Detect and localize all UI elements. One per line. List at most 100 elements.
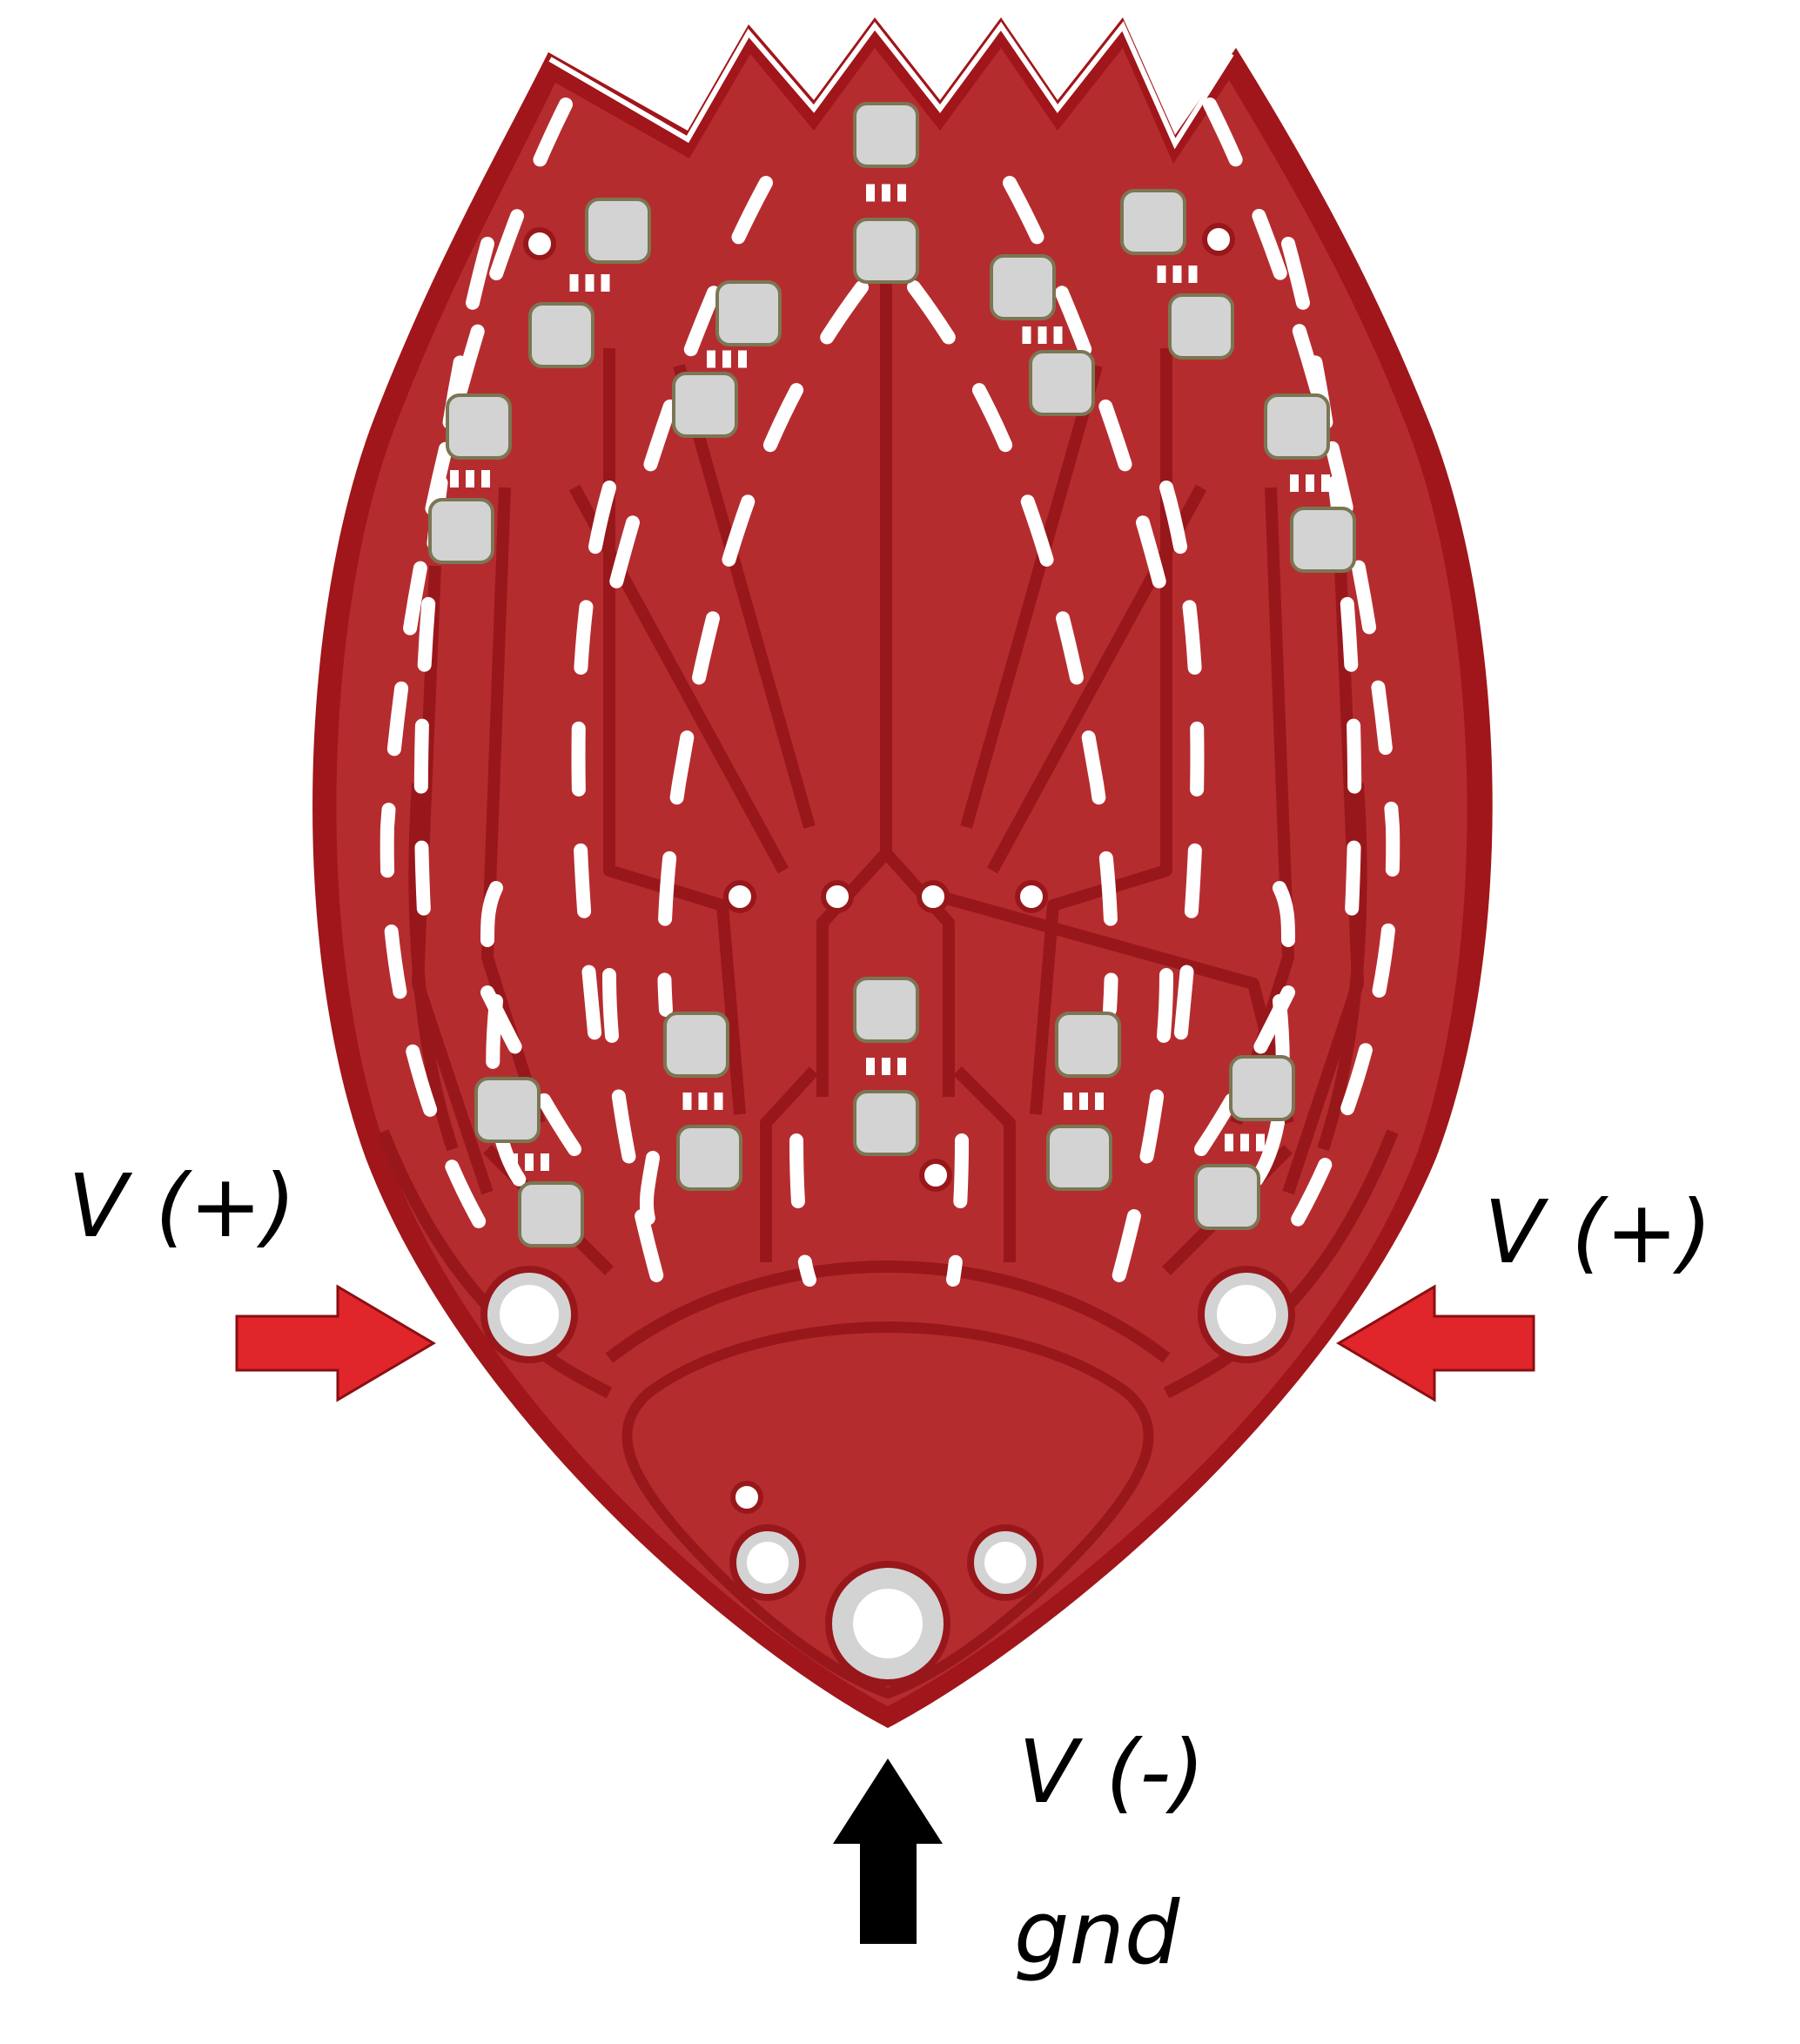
via-hole bbox=[730, 1481, 763, 1514]
led-pad bbox=[663, 1012, 729, 1078]
via-hole bbox=[917, 880, 950, 913]
led-pad-marker bbox=[714, 1093, 723, 1110]
led-pad bbox=[853, 977, 919, 1043]
led-pad bbox=[518, 1181, 584, 1247]
silkscreen-dash-line bbox=[602, 968, 677, 1330]
led-pad bbox=[853, 1090, 919, 1156]
silkscreen-dash-line bbox=[789, 1133, 816, 1287]
led-pad-marker bbox=[866, 184, 875, 202]
led-pad bbox=[1120, 189, 1186, 255]
silkscreen-dash-line bbox=[413, 237, 494, 965]
silkscreen-dash-line bbox=[1281, 237, 1362, 965]
led-pad-marker bbox=[509, 1153, 518, 1171]
led-pad-marker bbox=[525, 1153, 534, 1171]
red-arrow-left-icon bbox=[1336, 1284, 1535, 1402]
led-pad bbox=[428, 498, 494, 564]
led-pad-marker bbox=[1240, 1133, 1249, 1152]
led-pad bbox=[1229, 1055, 1295, 1121]
led-pad bbox=[853, 102, 919, 168]
led-pad-marker bbox=[866, 1058, 875, 1075]
via-hole bbox=[723, 880, 756, 913]
led-pad-marker bbox=[698, 1093, 708, 1110]
pcb-board bbox=[312, 17, 1493, 1728]
silkscreen-dash-line bbox=[1246, 994, 1290, 1191]
led-pad-marker bbox=[1053, 326, 1063, 344]
led-pad bbox=[990, 254, 1056, 320]
via-hole bbox=[1202, 223, 1235, 256]
led-pad-marker bbox=[1022, 326, 1031, 344]
led-pad-marker bbox=[569, 274, 579, 292]
silkscreen-dash-line bbox=[639, 1151, 660, 1226]
silkscreen-dash-line bbox=[1003, 176, 1173, 616]
right-vplus-label: V (+) bbox=[1484, 1181, 1712, 1283]
led-pad-marker bbox=[1064, 1093, 1072, 1110]
led-pad bbox=[1046, 1125, 1112, 1191]
led-pads bbox=[428, 102, 1356, 1247]
led-pad-marker bbox=[707, 350, 715, 368]
led-pad-marker bbox=[897, 1058, 906, 1075]
led-pad bbox=[1194, 1164, 1260, 1230]
via-hole bbox=[821, 880, 854, 913]
led-pad bbox=[1264, 393, 1330, 460]
vminus-label: V (-) bbox=[1018, 1721, 1205, 1823]
via-hole bbox=[523, 227, 556, 260]
black-arrow-up-icon bbox=[833, 1758, 943, 1944]
board-edge-silkscreen bbox=[548, 21, 1234, 150]
led-pad bbox=[676, 1125, 742, 1191]
led-pad-marker bbox=[481, 470, 490, 487]
led-pad-marker bbox=[1256, 1133, 1265, 1152]
led-pad-marker bbox=[682, 1093, 692, 1110]
led-pad-marker bbox=[882, 1058, 890, 1075]
led-pad-marker bbox=[585, 274, 594, 292]
led-pad-marker bbox=[1079, 1093, 1088, 1110]
silkscreen-dash-line bbox=[379, 97, 573, 1243]
led-pad-marker bbox=[1321, 474, 1330, 492]
led-pad bbox=[1168, 293, 1234, 360]
led-pad bbox=[528, 302, 594, 368]
led-pad-marker bbox=[1290, 474, 1299, 492]
led-pad bbox=[1029, 350, 1095, 416]
silkscreen-dash-line bbox=[571, 481, 616, 1095]
led-pad-marker bbox=[1225, 1133, 1233, 1152]
through-hole bbox=[500, 1285, 559, 1344]
silkscreen-outlines bbox=[379, 97, 1400, 1330]
red-arrow-right-icon bbox=[235, 1284, 436, 1402]
led-pad-marker bbox=[882, 184, 890, 202]
led-pad bbox=[446, 393, 512, 460]
silkscreen-dash-line bbox=[1098, 968, 1173, 1330]
vias bbox=[480, 223, 1295, 1686]
ground-plane bbox=[621, 1322, 1154, 1699]
led-pad-marker bbox=[897, 184, 906, 202]
led-pad-marker bbox=[1038, 326, 1047, 344]
silkscreen-dash-line bbox=[1273, 881, 1295, 947]
via-hole bbox=[919, 1159, 952, 1192]
silkscreen-dash-line bbox=[602, 176, 773, 616]
via-hole bbox=[1015, 880, 1048, 913]
through-hole bbox=[747, 1542, 789, 1583]
led-pad-marker bbox=[1172, 266, 1182, 283]
led-pad bbox=[1290, 507, 1356, 573]
silkscreen-dash-line bbox=[1159, 481, 1205, 1095]
through-hole bbox=[984, 1542, 1026, 1583]
through-hole bbox=[853, 1589, 923, 1658]
led-pad bbox=[1055, 1012, 1121, 1078]
led-pad-marker bbox=[541, 1153, 549, 1171]
led-pad bbox=[715, 280, 782, 346]
led-pad-marker bbox=[1306, 474, 1314, 492]
led-pad bbox=[672, 372, 738, 438]
silkscreen-dash-line bbox=[1203, 97, 1400, 1243]
led-pad-marker bbox=[722, 350, 731, 368]
led-pad-marker bbox=[601, 274, 610, 292]
led-pad-marker bbox=[1095, 1093, 1104, 1110]
silkscreen-dash-line bbox=[946, 1133, 969, 1287]
led-pad bbox=[474, 1077, 541, 1143]
led-pad bbox=[585, 198, 651, 264]
left-vplus-label: V (+) bbox=[68, 1155, 296, 1257]
gnd-label: gnd bbox=[1014, 1882, 1180, 1984]
silkscreen-dash-line bbox=[480, 881, 503, 947]
led-pad-marker bbox=[738, 350, 747, 368]
led-pad-marker bbox=[1157, 266, 1166, 283]
led-pad-marker bbox=[1188, 266, 1198, 283]
through-hole bbox=[1217, 1285, 1276, 1344]
